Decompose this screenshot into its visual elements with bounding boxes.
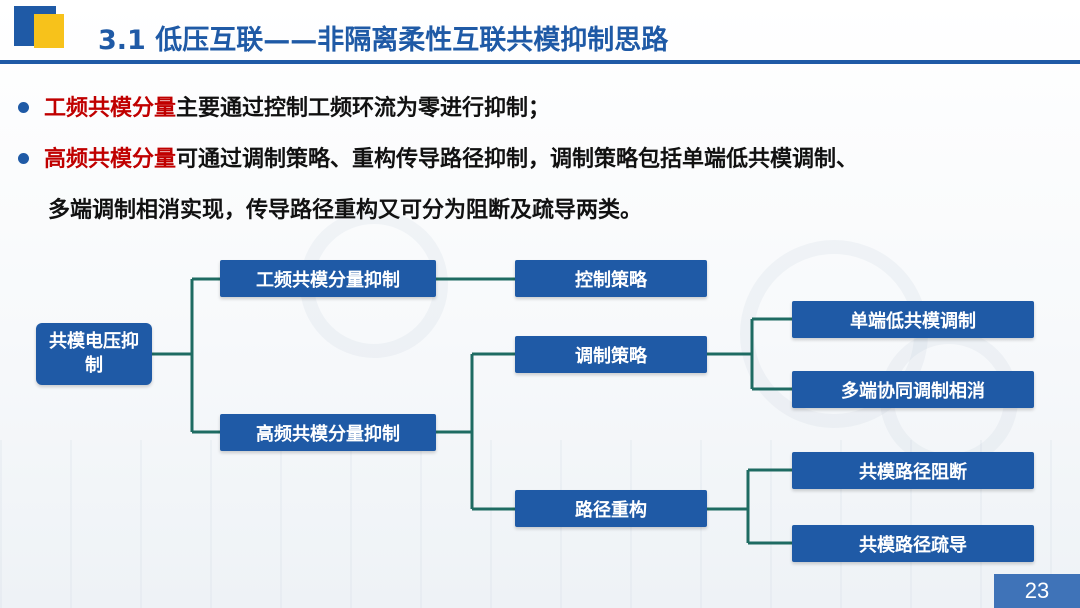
node-modulation-strategy: 调制策略 [515,336,707,373]
connector-modulation [707,317,792,391]
title-divider [0,60,1080,64]
node-power-frequency-suppression: 工频共模分量抑制 [220,260,436,297]
page-number: 23 [994,574,1080,608]
node-common-mode-voltage-suppression: 共模电压抑制 [36,323,152,385]
bullet-continuation-text: 多端调制相消实现，传导路径重构又可分为阻断及疏导两类。 [48,198,643,223]
node-path-reconstruction: 路径重构 [515,490,707,527]
node-high-frequency-suppression: 高频共模分量抑制 [220,414,436,451]
node-multi-end-modulation: 多端协同调制相消 [792,371,1034,408]
bullet-text: 主要通过控制工频环流为零进行抑制； [176,96,551,121]
node-control-strategy: 控制策略 [515,260,707,297]
bullet-item: 工频共模分量主要通过控制工频环流为零进行抑制； [18,90,550,122]
bullet-item: 高频共模分量可通过调制策略、重构传导路径抑制，调制策略包括单端低共模调制、 [18,141,858,173]
logo-yellow-square [34,14,64,48]
connector-path [707,468,792,545]
connector-high-freq [436,352,515,511]
bullet-text: 可通过调制策略、重构传导路径抑制，调制策略包括单端低共模调制、 [176,147,859,172]
bullet-highlight: 高频共模分量 [44,147,177,172]
connector-root [152,277,220,434]
node-path-blocking: 共模路径阻断 [792,452,1034,489]
bullet-dot-icon [18,101,29,113]
bullet-highlight: 工频共模分量 [44,96,177,121]
page-title: 3.1 低压互联——非隔离柔性互联共模抑制思路 [98,25,669,56]
node-path-guiding: 共模路径疏导 [792,525,1034,562]
bullet-dot-icon [18,152,29,164]
node-single-end-modulation: 单端低共模调制 [792,301,1034,338]
